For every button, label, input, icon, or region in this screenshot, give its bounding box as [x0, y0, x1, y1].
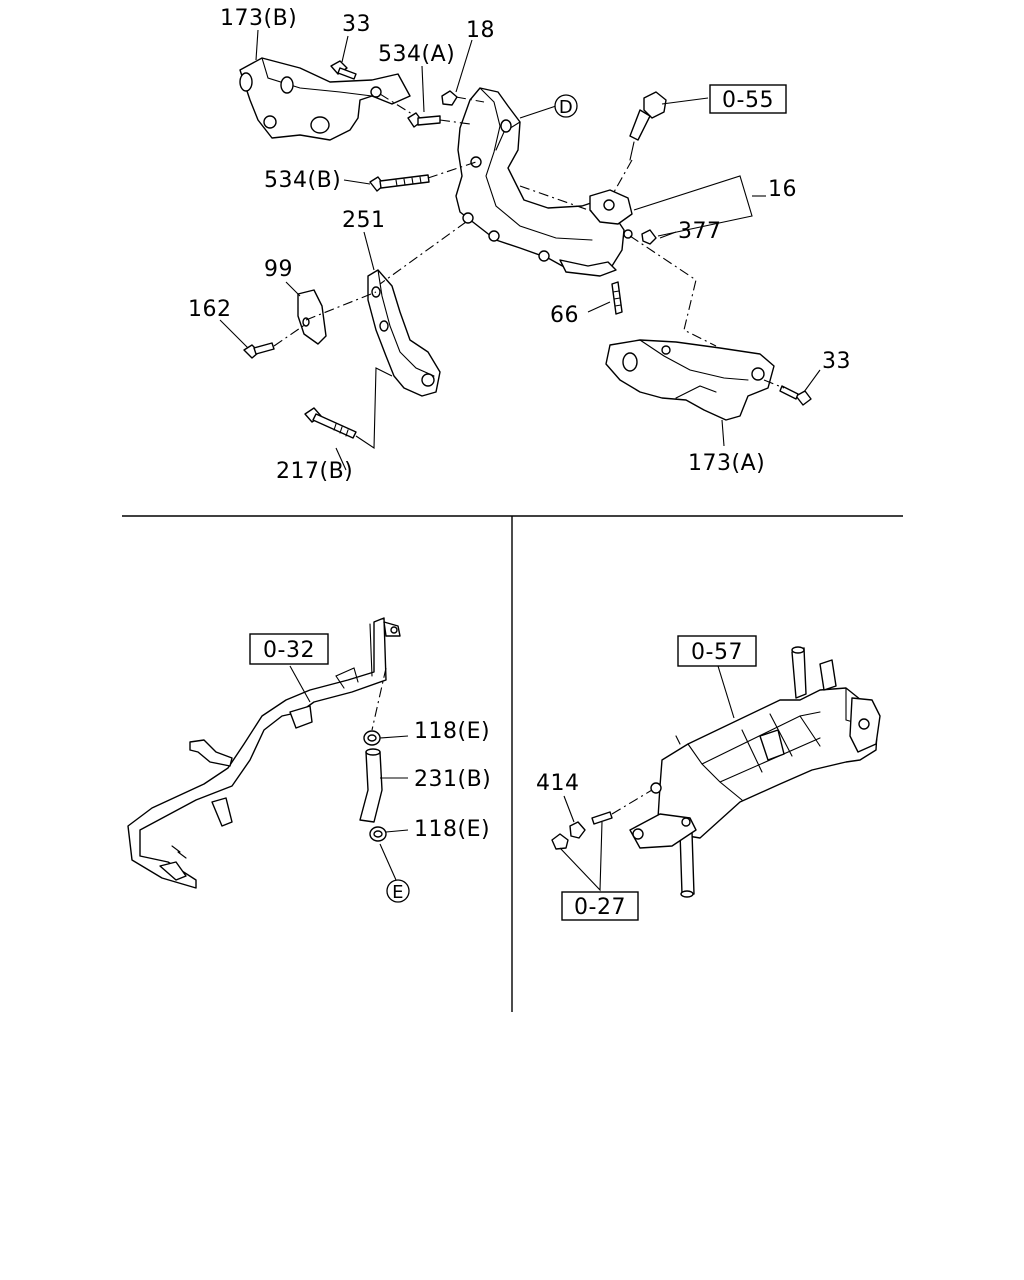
callout-534b: 534(B)	[264, 168, 341, 193]
heat-shield-173b	[239, 57, 411, 141]
callout-251: 251	[342, 208, 386, 233]
callout-66: 66	[550, 303, 579, 328]
nut-18	[441, 90, 458, 106]
heat-shield-173a	[605, 339, 775, 421]
bottom-right-leader-lines	[559, 665, 735, 892]
reference-box-0-57: 0-57	[677, 635, 757, 667]
bolt-217b	[304, 407, 357, 439]
stud-66	[611, 281, 623, 315]
gasket-377	[641, 229, 657, 245]
exhaust-sensor	[629, 91, 667, 161]
reference-0-32: 0-32	[263, 638, 315, 663]
callout-labels: 173(B) 33 534(A) 18 D 0-55 534(B) 16 251…	[188, 6, 851, 921]
callout-118e-bottom: 118(E)	[414, 817, 490, 842]
reference-box-0-32: 0-32	[249, 633, 329, 665]
callout-33-right: 33	[822, 349, 851, 374]
callout-d-circle: D	[554, 94, 578, 118]
hose-clamp-118e-top	[363, 730, 381, 746]
stud-0-27	[591, 811, 613, 825]
egr-cooler-assembly	[551, 646, 881, 898]
callout-377: 377	[678, 219, 722, 244]
callout-e: E	[392, 882, 404, 903]
callout-414: 414	[536, 771, 580, 796]
exhaust-manifold-16	[455, 87, 633, 277]
callout-e-circle: E	[386, 879, 410, 903]
reference-0-57: 0-57	[691, 640, 743, 665]
callout-231b: 231(B)	[414, 767, 491, 792]
bolt-33-top	[330, 60, 357, 80]
bolt-534b	[369, 174, 430, 192]
callout-173b: 173(B)	[220, 6, 297, 31]
bolt-534a	[407, 112, 441, 128]
bolt-33-right	[779, 385, 812, 406]
hose-231b	[359, 748, 383, 823]
nut-0-27	[551, 833, 569, 850]
reference-box-0-55: 0-55	[709, 84, 787, 114]
bracket-251	[367, 269, 441, 397]
hose-clamp-118e-bottom	[369, 826, 387, 842]
callout-33-top: 33	[342, 12, 371, 37]
callout-118e-top: 118(E)	[414, 719, 490, 744]
nut-414	[569, 821, 586, 839]
reference-box-0-27: 0-27	[561, 891, 639, 921]
callout-534a: 534(A)	[378, 42, 455, 67]
callout-18: 18	[466, 18, 495, 43]
bottom-left-leader-lines	[289, 665, 409, 881]
reference-0-27: 0-27	[574, 895, 626, 920]
callout-162: 162	[188, 297, 232, 322]
clip-99	[297, 289, 327, 345]
callout-217b: 217(B)	[276, 459, 353, 484]
callout-16: 16	[768, 177, 797, 202]
top-leader-lines	[219, 29, 821, 471]
exhaust-manifold-assembly	[219, 29, 821, 471]
callout-173a: 173(A)	[688, 451, 765, 476]
bolt-162	[243, 342, 275, 359]
callout-d: D	[559, 97, 573, 118]
callout-99: 99	[264, 257, 293, 282]
reference-0-55: 0-55	[722, 88, 774, 113]
water-pipe-assembly	[127, 617, 409, 889]
